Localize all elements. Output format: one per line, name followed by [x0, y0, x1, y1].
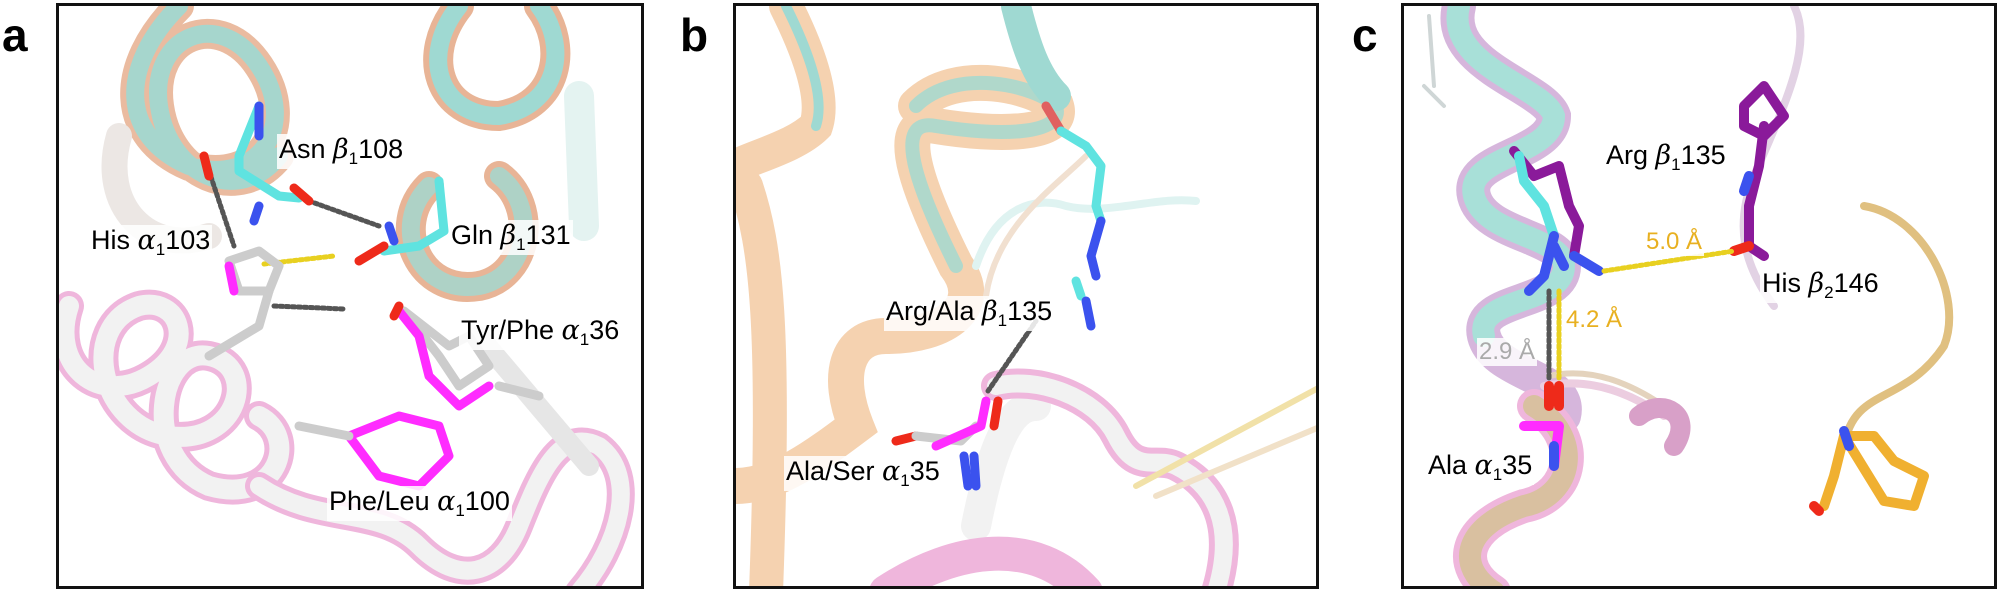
panel-c-structure [1422, 6, 1954, 586]
chain-index: 1 [900, 471, 910, 490]
chain-symbol: β [982, 296, 998, 327]
residue-number: 100 [464, 486, 510, 516]
label-arg-b1-135: Arg β1135 [1604, 140, 1728, 175]
panel-a-structure [59, 6, 635, 586]
chain-index: 2 [1824, 283, 1834, 302]
label-tyr-phe-a1-36: Tyr/Phe α136 [459, 315, 622, 350]
chain-symbol: α [1474, 450, 1493, 481]
residue-name: Arg [1606, 140, 1656, 170]
label-his-a1-103: His α1103 [89, 225, 213, 260]
label-arg-ala-b1-135: Arg/Ala β1135 [884, 296, 1055, 331]
chain-index: 1 [455, 501, 465, 520]
chain-index: 1 [516, 235, 526, 254]
label-his-b2-146: His β2146 [1760, 268, 1881, 303]
chain-index: 1 [348, 149, 359, 168]
chain-symbol: β [1808, 268, 1825, 299]
residue-number: 35 [1502, 450, 1533, 480]
label-gln-b1-131: Gln β1131 [449, 220, 573, 255]
residue-number: 146 [1833, 268, 1879, 298]
panel-b-structure [736, 6, 1316, 586]
residue-number: 35 [909, 456, 940, 486]
residue-name: Ala [1428, 450, 1475, 480]
panel-c: Arg β1135 His β2146 Ala α135 5.0 Å 4.2 Å… [1401, 3, 1997, 589]
chain-symbol: α [137, 225, 156, 256]
label-ala-a1-35: Ala α135 [1426, 450, 1535, 485]
label-phe-leu-a1-100: Phe/Leu α1100 [327, 486, 512, 521]
chain-index: 1 [579, 330, 590, 349]
chain-index: 1 [997, 311, 1008, 330]
residue-name: Tyr/Phe [461, 315, 562, 345]
chain-symbol: α [882, 456, 901, 487]
residue-number: 135 [1007, 296, 1053, 326]
chain-index: 1 [1492, 465, 1503, 484]
residue-name: His [91, 225, 138, 255]
residue-name: Ala/Ser [786, 456, 883, 486]
chain-symbol: α [437, 486, 456, 517]
chain-index: 1 [155, 240, 166, 259]
residue-number: 36 [589, 315, 620, 345]
chain-symbol: β [333, 134, 349, 165]
panel-a: Asn β1108 His α1103 Gln β1131 Tyr/Phe α1… [56, 3, 644, 589]
residue-number: 108 [358, 134, 404, 164]
residue-number: 131 [525, 220, 571, 250]
distance-4-2: 4.2 Å [1564, 306, 1625, 334]
panel-letter-c: c [1352, 9, 1378, 61]
distance-2-9: 2.9 Å [1477, 338, 1538, 366]
label-ala-ser-a1-35: Ala/Ser α135 [784, 456, 942, 491]
chain-symbol: β [500, 220, 517, 251]
residue-name: Arg/Ala [886, 296, 983, 326]
panel-letter-b: b [680, 9, 709, 61]
residue-name: Asn [279, 134, 334, 164]
chain-index: 1 [1671, 155, 1681, 174]
residue-number: 135 [1680, 140, 1726, 170]
residue-name: Phe/Leu [329, 486, 438, 516]
residue-name: Gln [451, 220, 501, 250]
panel-b: Arg/Ala β1135 Ala/Ser α135 [733, 3, 1319, 589]
chain-symbol: β [1655, 140, 1672, 171]
residue-number: 103 [165, 225, 211, 255]
panel-letter-a: a [2, 9, 28, 61]
chain-symbol: α [561, 315, 580, 346]
label-asn-b1-108: Asn β1108 [277, 134, 406, 169]
distance-5-0: 5.0 Å [1644, 228, 1705, 256]
residue-name: His [1762, 268, 1809, 298]
